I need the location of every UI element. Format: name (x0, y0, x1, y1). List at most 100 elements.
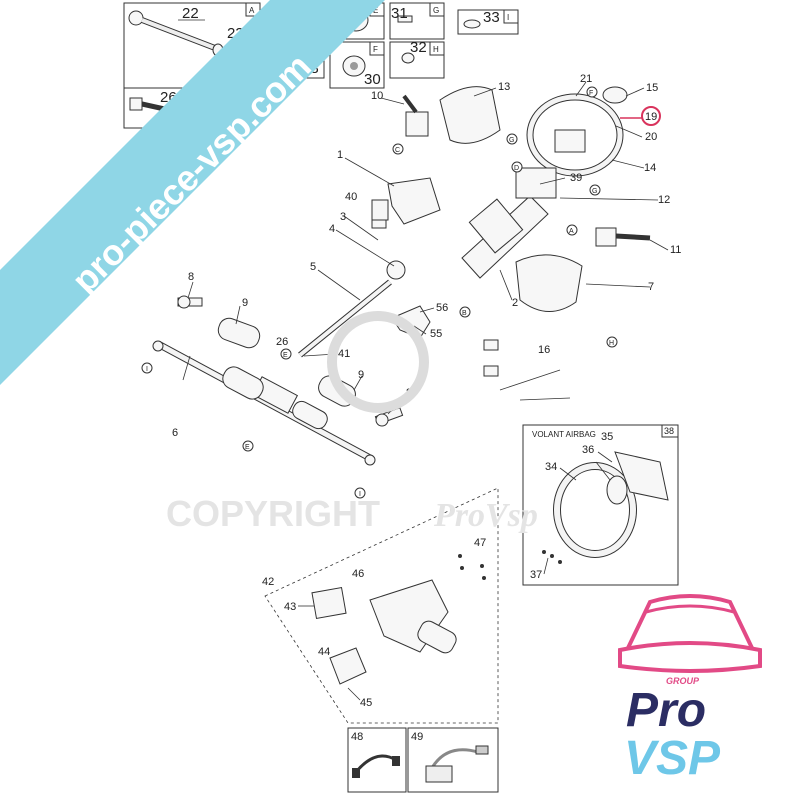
svg-text:A: A (569, 228, 574, 235)
tie-rod-end-left (177, 295, 203, 309)
callout-32: 32 (410, 39, 427, 56)
svg-text:I: I (507, 13, 509, 22)
shroud-13 (439, 86, 501, 144)
electric-motor-column (369, 579, 457, 654)
svg-text:G: G (509, 137, 514, 144)
horn-pad-15 (602, 86, 628, 104)
lower-shroud-7 (515, 254, 583, 312)
callout-2: 2 (512, 297, 518, 309)
callout-33: 33 (483, 9, 500, 26)
callout-19: 19 (645, 111, 657, 123)
parts-box-g: G 31 (389, 2, 445, 40)
callout-6: 6 (172, 427, 178, 439)
callout-13: 13 (498, 81, 510, 93)
callout-39: 39 (570, 172, 582, 184)
callout-9-right: 9 (358, 369, 364, 381)
svg-text:E: E (283, 352, 288, 359)
airbag-module-35 (614, 451, 669, 501)
inset-title: VOLANT AIRBAG (532, 430, 596, 439)
electric-column-group: 42 43 44 45 46 47 (262, 487, 499, 724)
combi-switch-12 (515, 167, 557, 199)
callout-55: 55 (430, 328, 442, 340)
callout-44: 44 (318, 646, 330, 658)
callout-16: 16 (538, 344, 550, 356)
parts-box-f: F 30 (329, 41, 385, 89)
svg-text:E: E (245, 444, 250, 451)
svg-text:A: A (249, 6, 255, 15)
callout-14: 14 (644, 162, 656, 174)
callout-19-highlight: 19 (620, 106, 661, 126)
tie-rod-end-right (374, 407, 404, 427)
ecu-43 (311, 587, 347, 619)
screws-47 (458, 554, 486, 580)
svg-text:I: I (359, 491, 361, 498)
parts-box-h: H 32 (389, 39, 445, 79)
steering-wheel-34 (553, 462, 637, 558)
callout-40: 40 (345, 191, 357, 203)
screws-37 (542, 550, 562, 564)
svg-text:G: G (433, 6, 439, 15)
steering-wheel-14 (526, 93, 624, 177)
callout-43: 43 (284, 601, 296, 613)
logo-pro: Pro (626, 684, 706, 737)
svg-text:D: D (514, 165, 519, 172)
callout-46: 46 (352, 568, 364, 580)
steering-column (461, 195, 549, 279)
callout-4: 4 (329, 223, 335, 235)
callout-22: 22 (182, 5, 199, 22)
clock-spring-36 (606, 475, 628, 505)
copyright-watermark: COPYRIGHT ProVsp (166, 311, 538, 534)
svg-text:E: E (373, 6, 378, 15)
cable-box-49: 49 (407, 727, 499, 793)
cable-box-48: 48 (347, 727, 407, 793)
callout-7: 7 (648, 281, 654, 293)
svg-text:H: H (433, 45, 439, 54)
parts-box-i: I 33 (457, 9, 519, 35)
provsp-logo: GROUP Pro VSP (618, 594, 762, 785)
bracket-40 (371, 199, 389, 221)
callout-45: 45 (360, 697, 372, 709)
reference-markers: C B A D G F G H I I E E (141, 86, 618, 499)
callout-5: 5 (310, 261, 316, 273)
bracket-44 (329, 647, 367, 685)
callout-56: 56 (436, 302, 448, 314)
callout-30: 30 (364, 71, 381, 88)
callout-8-left: 8 (188, 271, 194, 283)
steering-assembly-drawing: 1 2 3 4 5 6 7 8 8 9 9 10 11 12 13 14 15 … (141, 73, 681, 499)
callout-31: 31 (391, 5, 408, 22)
watermark-copyright: COPYRIGHT (166, 493, 380, 534)
callout-48: 48 (351, 731, 363, 743)
watermark-brand-script: ProVsp (433, 497, 538, 534)
harness-16 (483, 339, 571, 401)
steering-rack (152, 340, 376, 466)
callout-1: 1 (337, 149, 343, 161)
callout-26: 26 (276, 336, 288, 348)
callout-34: 34 (545, 461, 557, 473)
callout-42: 42 (262, 576, 274, 588)
long-bolt-icon (128, 10, 217, 51)
callout-36: 36 (582, 444, 594, 456)
svg-text:F: F (589, 90, 593, 97)
callout-11: 11 (670, 244, 681, 256)
svg-text:C: C (395, 147, 400, 154)
callout-49: 49 (411, 731, 423, 743)
intermediate-shaft (298, 260, 406, 358)
switch-10 (402, 94, 429, 137)
car-outline-icon (618, 594, 762, 673)
svg-text:G: G (592, 188, 597, 195)
callout-12: 12 (658, 194, 670, 206)
callout-21: 21 (580, 73, 592, 85)
logo-group: GROUP (666, 676, 700, 686)
svg-text:H: H (609, 340, 614, 347)
callout-15: 15 (646, 82, 658, 94)
callout-35: 35 (601, 431, 613, 443)
callout-37: 37 (530, 569, 542, 581)
callout-3: 3 (340, 211, 346, 223)
svg-text:F: F (373, 45, 378, 54)
callout-38: 38 (664, 426, 674, 436)
callout-20: 20 (645, 131, 657, 143)
switch-11 (595, 227, 651, 247)
callout-9-left: 9 (242, 297, 248, 309)
svg-text:I: I (146, 366, 148, 373)
logo-vsp: VSP (624, 732, 721, 785)
